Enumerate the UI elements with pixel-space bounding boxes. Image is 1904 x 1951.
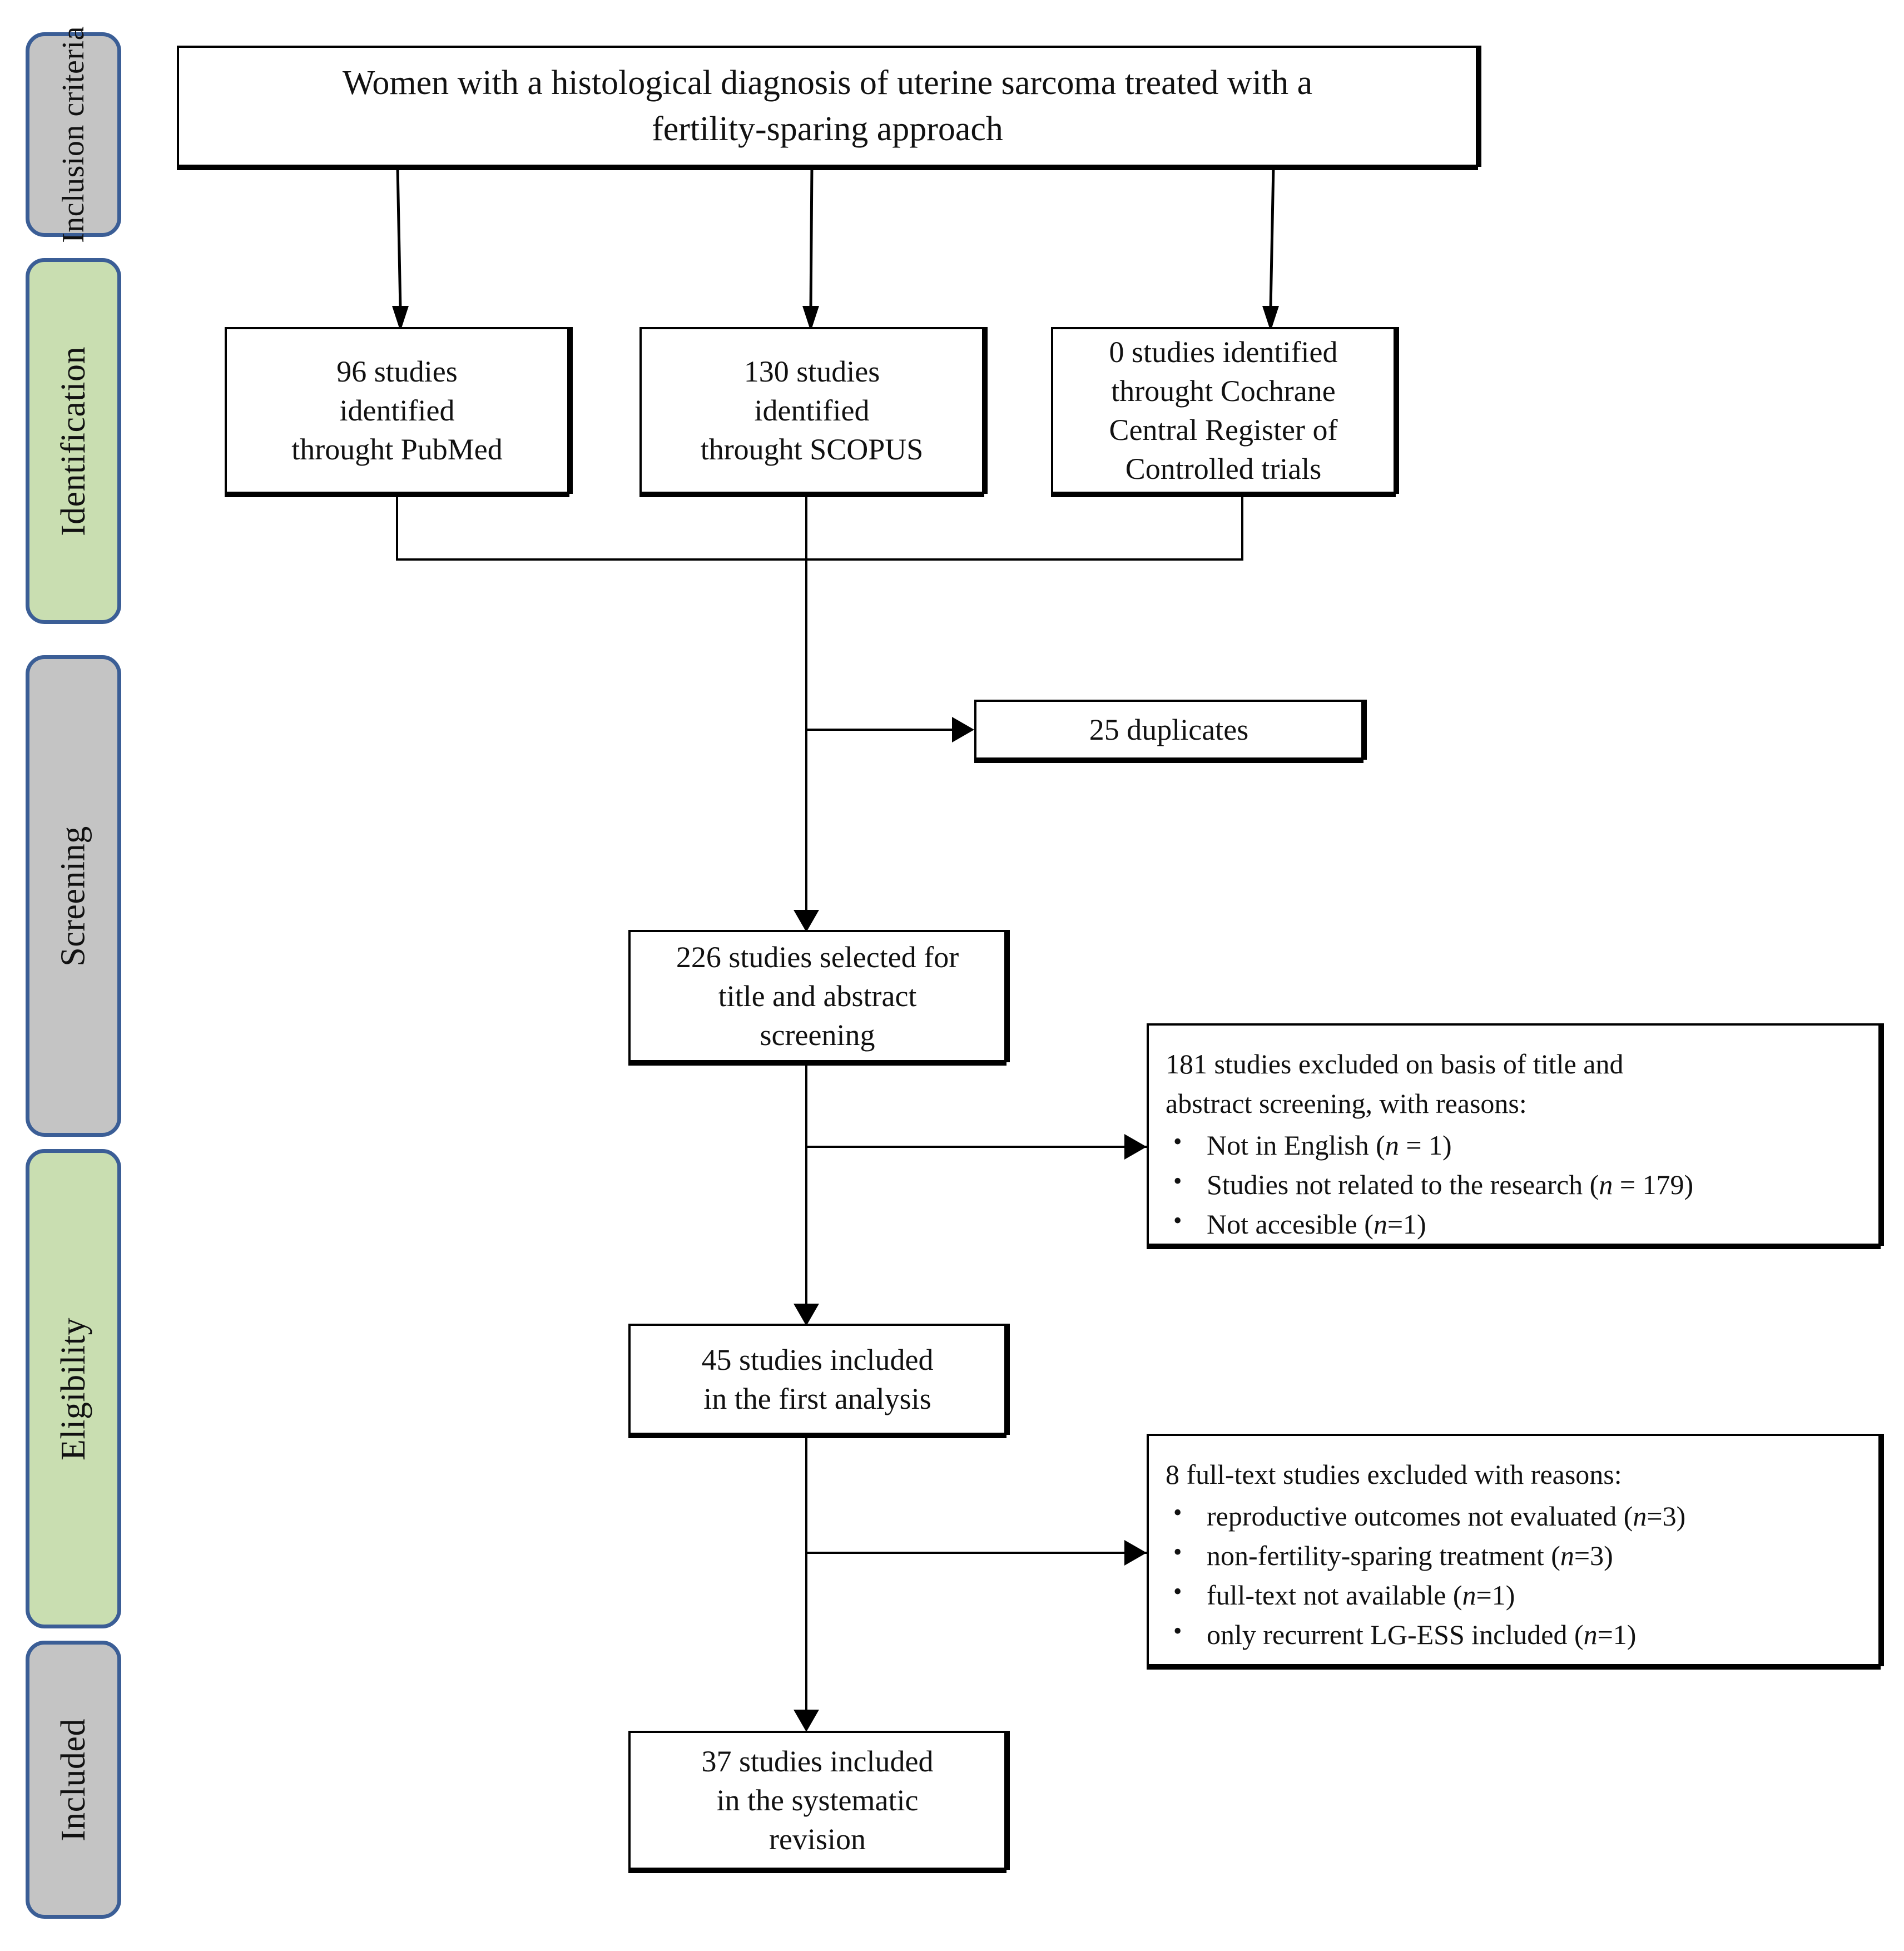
exclusion-n-value: =1)	[1597, 1619, 1637, 1650]
stage-inclusion-criteria: Inclusion criteria	[26, 26, 121, 243]
node-source-pubmed: 96 studies identified throught PubMed	[225, 327, 569, 494]
exclusion-n-symbol: n	[1599, 1169, 1613, 1200]
node-cochrane-line4: Controlled trials	[1125, 452, 1322, 486]
node-pubmed-line2: identified	[339, 393, 455, 427]
node-first-analysis-line1: 45 studies included	[701, 1343, 934, 1376]
node-exclusions-title-abstract: 181 studies excluded on basis of title a…	[1147, 1023, 1881, 1246]
node-population-line2: fertility-sparing approach	[652, 110, 1003, 148]
list-item: Not in English (n = 1)	[1166, 1125, 1693, 1165]
exclusion-n-symbol: n	[1633, 1501, 1647, 1532]
stage-eligibility: Eligibility	[26, 1149, 121, 1628]
exclusions-title-abstract-list: Not in English (n = 1) Studies not relat…	[1166, 1125, 1694, 1244]
exclusion-reason-text: Not in English (	[1207, 1130, 1385, 1161]
list-item: only recurrent LG-ESS included (n=1)	[1166, 1614, 1685, 1655]
exclusion-n-symbol: n	[1560, 1540, 1574, 1571]
node-scopus-line1: 130 studies	[743, 354, 880, 388]
list-item: reproductive outcomes not evaluated (n=3…	[1166, 1496, 1686, 1536]
connector-screened-to-first-analysis	[805, 1062, 807, 1307]
node-cochrane-line3: Central Register of	[1109, 413, 1338, 447]
connector-to-full-text-exclusions	[805, 1552, 1150, 1554]
node-first-analysis-line2: in the first analysis	[703, 1382, 931, 1415]
arrow-into-title-abstract-exclusions	[1124, 1134, 1147, 1160]
exclusion-n-symbol: n	[1583, 1619, 1598, 1650]
connector-sources-merge-bar	[396, 558, 1243, 561]
connector-to-title-abstract-exclusions	[805, 1146, 1150, 1148]
node-source-scopus: 130 studies identified throught SCOPUS	[639, 327, 984, 494]
exclusion-n-value: =1)	[1387, 1209, 1426, 1240]
list-item: full-text not available (n=1)	[1166, 1574, 1685, 1615]
exclusion-reason-text: reproductive outcomes not evaluated (	[1207, 1501, 1633, 1532]
stage-label-eligibility: Eligibility	[54, 1317, 92, 1460]
exclusions-full-text-head-line1: 8 full-text studies excluded with reason…	[1166, 1459, 1622, 1490]
exclusion-reason-text: full-text not available (	[1207, 1579, 1462, 1611]
node-exclusions-full-text: 8 full-text studies excluded with reason…	[1147, 1434, 1881, 1666]
connector-first-analysis-to-final	[805, 1435, 807, 1713]
stage-screening: Screening	[26, 655, 121, 1137]
node-final-line1: 37 studies included	[701, 1744, 934, 1778]
node-cochrane-line1: 0 studies identified	[1109, 335, 1338, 369]
node-population: Women with a histological diagnosis of u…	[177, 46, 1478, 167]
node-screened: 226 studies selected for title and abstr…	[628, 930, 1006, 1062]
connector-trunk-to-screened	[805, 558, 807, 913]
exclusion-n-symbol: n	[1385, 1130, 1399, 1161]
connector-to-duplicates	[805, 729, 955, 731]
node-duplicates: 25 duplicates	[974, 700, 1363, 760]
exclusion-n-symbol: n	[1373, 1209, 1387, 1240]
connector-scopus-down	[805, 494, 807, 559]
node-final-line3: revision	[769, 1823, 866, 1856]
exclusions-title-abstract-head-line1: 181 studies excluded on basis of title a…	[1166, 1048, 1624, 1080]
stage-included: Included	[26, 1641, 121, 1919]
exclusion-reason-text: Not accesible (	[1207, 1209, 1374, 1240]
exclusion-reason-text: non-fertility-sparing treatment (	[1207, 1540, 1560, 1571]
exclusion-n-value: = 1)	[1399, 1130, 1452, 1161]
connector-cochrane-down	[1241, 494, 1243, 559]
node-scopus-line2: identified	[754, 393, 870, 427]
node-cochrane-line2: throught Cochrane	[1111, 374, 1336, 408]
arrow-into-duplicates	[952, 717, 974, 742]
node-source-cochrane: 0 studies identified throught Cochrane C…	[1051, 327, 1396, 494]
exclusion-n-symbol: n	[1462, 1579, 1476, 1611]
exclusion-n-value: = 179)	[1613, 1169, 1694, 1200]
node-first-analysis: 45 studies included in the first analysi…	[628, 1324, 1006, 1435]
node-duplicates-line1: 25 duplicates	[1089, 712, 1249, 746]
exclusion-reason-text: only recurrent LG-ESS included (	[1207, 1619, 1584, 1650]
node-screened-line2: title and abstract	[718, 979, 917, 1013]
node-screened-line1: 226 studies selected for	[676, 940, 959, 974]
node-scopus-line3: throught SCOPUS	[700, 433, 924, 467]
exclusions-title-abstract-head-line2: abstract screening, with reasons:	[1166, 1088, 1527, 1119]
list-item: non-fertility-sparing treatment (n=3)	[1166, 1535, 1685, 1576]
node-final-included: 37 studies included in the systematic re…	[628, 1731, 1006, 1870]
arrow-into-final	[794, 1710, 819, 1732]
stage-label-inclusion-criteria: Inclusion criteria	[56, 26, 91, 243]
stage-label-included: Included	[54, 1718, 92, 1841]
connector-population-to-sources	[392, 167, 1279, 331]
stage-label-identification: Identification	[54, 346, 92, 536]
node-pubmed-line1: 96 studies	[336, 354, 458, 388]
exclusion-n-value: =3)	[1647, 1501, 1686, 1532]
exclusions-full-text-list: reproductive outcomes not evaluated (n=3…	[1166, 1496, 1686, 1655]
arrow-into-full-text-exclusions	[1124, 1540, 1147, 1566]
connector-pubmed-down	[396, 494, 398, 559]
node-pubmed-line3: throught PubMed	[291, 433, 503, 467]
exclusion-n-value: =1)	[1476, 1579, 1515, 1611]
arrow-into-screened	[794, 910, 819, 932]
stage-label-screening: Screening	[54, 825, 92, 967]
list-item: Not accesible (n=1)	[1166, 1204, 1693, 1244]
stage-identification: Identification	[26, 258, 121, 624]
arrow-into-first-analysis	[794, 1304, 819, 1326]
exclusion-n-value: =3)	[1574, 1540, 1613, 1571]
exclusion-reason-text: Studies not related to the research (	[1207, 1169, 1599, 1200]
node-final-line2: in the systematic	[716, 1783, 919, 1817]
list-item: Studies not related to the research (n =…	[1166, 1164, 1694, 1205]
node-screened-line3: screening	[760, 1018, 875, 1052]
node-population-line1: Women with a histological diagnosis of u…	[342, 63, 1313, 102]
